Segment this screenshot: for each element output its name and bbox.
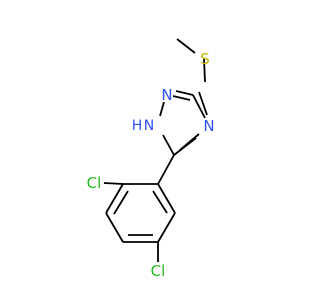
bond-c5-n4-2: [179, 133, 200, 151]
atom-cl-para: Cl: [151, 262, 166, 280]
ring-bond-2-inner: [113, 190, 129, 215]
ring-bond-6: [157, 183, 176, 214]
atom-n4: N: [203, 117, 214, 135]
ring-bond-2: [105, 183, 124, 214]
bond-n1-nh: [159, 101, 165, 117]
atom-sulfur: S: [200, 50, 210, 68]
bond-c3-n-double-2: [172, 95, 191, 101]
atom-nh-h: H: [132, 118, 143, 134]
bond-c5-phenyl: [157, 154, 175, 185]
bond-methyl-sulfur: [176, 38, 196, 54]
ring-bond-3: [105, 212, 124, 243]
atom-nh-n: N: [144, 118, 154, 134]
atom-n1: N: [161, 86, 172, 104]
bond-sulfur-c3: [203, 58, 206, 83]
ring-bond-5: [157, 212, 176, 243]
bond-ring-cl-ortho: [103, 182, 124, 185]
ring-bond-6-inner: [152, 190, 168, 214]
bond-nh-c5: [162, 134, 175, 156]
atom-cl-ortho: Cl: [87, 174, 102, 192]
bond-c3-n-double-1: [175, 90, 194, 96]
molecule-structure: S N H N N Cl Cl: [87, 38, 215, 280]
bond-c3-n4-top: [198, 91, 208, 116]
bonds: [103, 38, 208, 262]
bond-c3-n4: [192, 94, 206, 119]
atom-labels: S N H N N Cl Cl: [87, 50, 215, 280]
